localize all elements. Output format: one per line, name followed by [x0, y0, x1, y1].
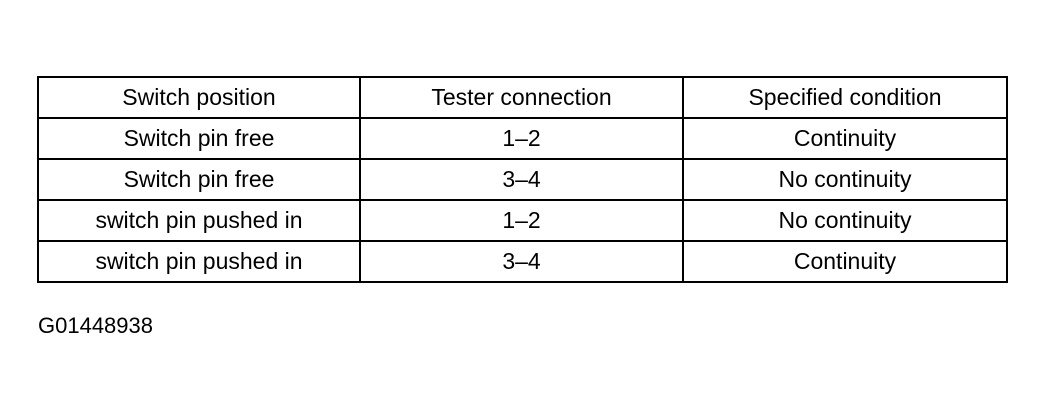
table-row: Switch pin free 1–2 Continuity	[37, 117, 1008, 160]
header-specified-condition: Specified condition	[682, 76, 1008, 119]
figure-id-label: G01448938	[38, 313, 153, 338]
cell-switch-position: switch pin pushed in	[37, 240, 361, 283]
table-header-row: Switch position Tester connection Specif…	[37, 76, 1008, 119]
cell-specified-condition: No continuity	[682, 158, 1008, 201]
cell-switch-position: Switch pin free	[37, 117, 361, 160]
table-row: switch pin pushed in 1–2 No continuity	[37, 199, 1008, 242]
cell-tester-connection: 3–4	[359, 158, 684, 201]
cell-switch-position: switch pin pushed in	[37, 199, 361, 242]
header-switch-position: Switch position	[37, 76, 361, 119]
switch-inspection-table: Switch position Tester connection Specif…	[37, 76, 1008, 283]
cell-specified-condition: Continuity	[682, 117, 1008, 160]
cell-tester-connection: 1–2	[359, 199, 684, 242]
table-row: Switch pin free 3–4 No continuity	[37, 158, 1008, 201]
cell-tester-connection: 1–2	[359, 117, 684, 160]
cell-specified-condition: No continuity	[682, 199, 1008, 242]
header-tester-connection: Tester connection	[359, 76, 684, 119]
cell-tester-connection: 3–4	[359, 240, 684, 283]
table-row: switch pin pushed in 3–4 Continuity	[37, 240, 1008, 283]
cell-switch-position: Switch pin free	[37, 158, 361, 201]
cell-specified-condition: Continuity	[682, 240, 1008, 283]
